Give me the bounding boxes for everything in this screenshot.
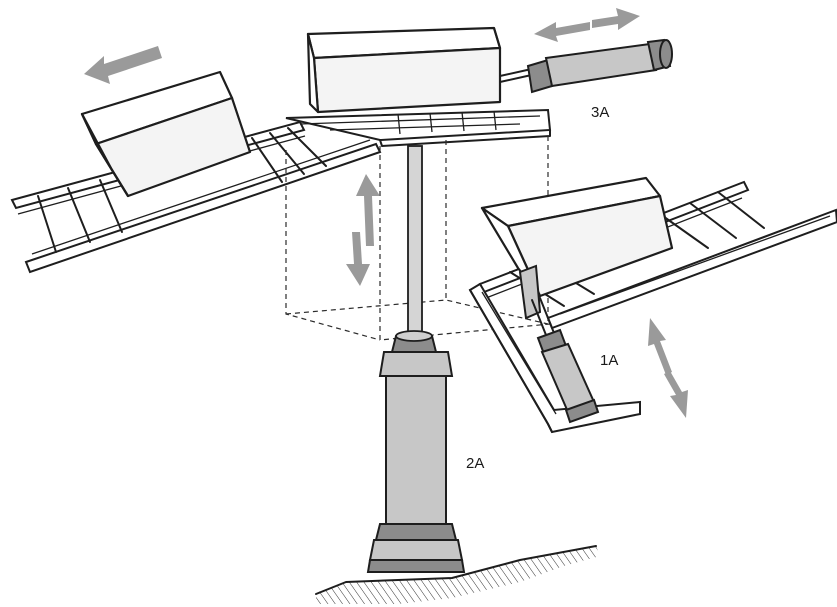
- left-outfeed-arrow: [84, 46, 162, 84]
- pusher-horizontal-arrow: [534, 8, 640, 42]
- lift-cylinder-2a: [366, 145, 466, 573]
- pusher-cylinder-3a: [499, 38, 673, 94]
- lift-vertical-arrow: [346, 174, 380, 286]
- stopper-vertical-arrow: [648, 318, 688, 418]
- label-cylinder-3a: 3A: [591, 104, 610, 121]
- left-workpiece-box: [80, 70, 252, 198]
- lift-platform: [285, 108, 552, 147]
- label-cylinder-2a: 2A: [466, 455, 485, 472]
- ground-surface: [314, 545, 600, 604]
- center-workpiece-box: [306, 26, 502, 114]
- stopper-cylinder-1a: [468, 264, 641, 434]
- label-cylinder-1a: 1A: [600, 352, 619, 369]
